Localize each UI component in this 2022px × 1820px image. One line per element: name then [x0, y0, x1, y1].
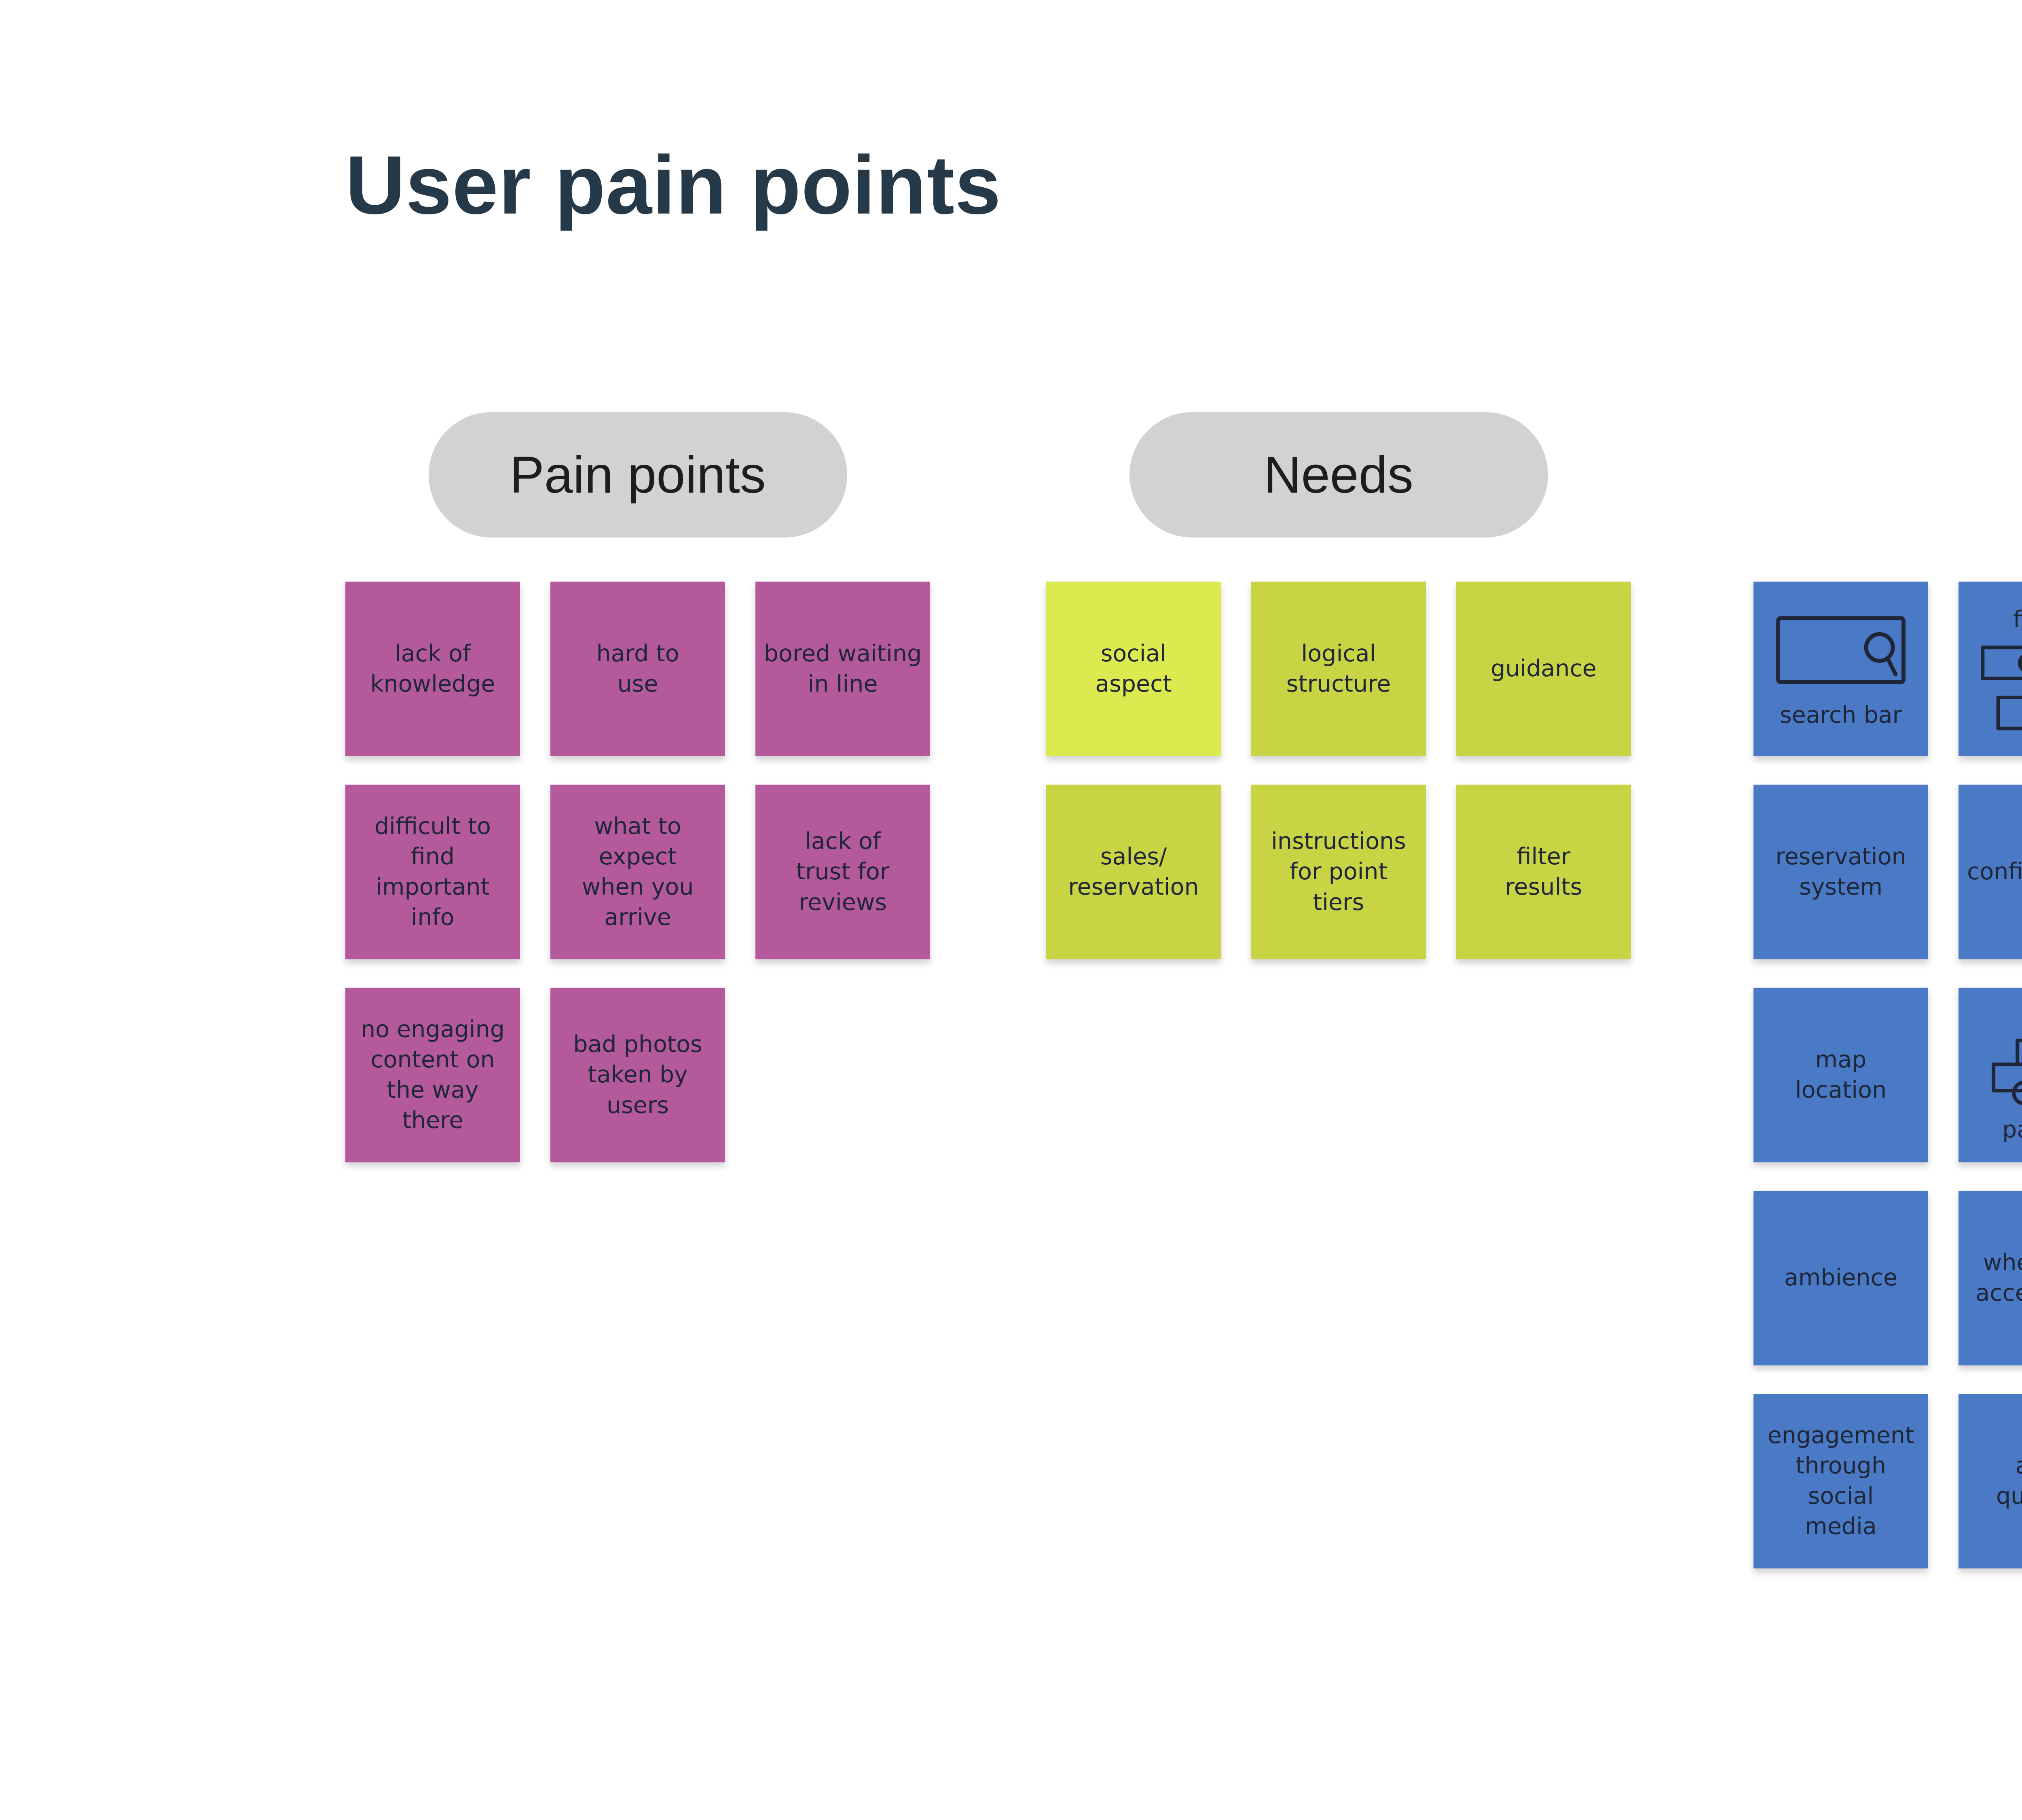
sticky-grid: lack of knowledge hard to use bored waitin…	[345, 582, 930, 1162]
sticky-text: instructions for point tiers	[1271, 828, 1406, 916]
sticky-note[interactable]: bad photos taken by users	[550, 988, 725, 1162]
sticky-text: lack of trust for reviews	[796, 828, 890, 916]
sticky-text: search bar	[1779, 701, 1902, 728]
sticky-text: social aspect	[1095, 640, 1172, 697]
sticky-text: parking	[2002, 1116, 2022, 1143]
sticky-text: difficult to find important info	[374, 813, 491, 931]
sticky-text: hard to use	[596, 640, 679, 697]
group-label-pill[interactable]: Needs	[1129, 412, 1548, 538]
sticky-note[interactable]: ambience	[1753, 1191, 1928, 1365]
sticky-text: lack of knowledge	[370, 640, 495, 697]
group-label: Needs	[1264, 446, 1413, 504]
sticky-grid: search barfiltersAccepted forms of payme…	[1753, 582, 2022, 1568]
truck-icon	[1986, 1005, 2022, 1107]
sticky-note[interactable]: bored waiting in line	[755, 582, 930, 756]
sticky-note[interactable]: sales/ reservation	[1046, 785, 1221, 959]
sticky-text: what to expect when you arrive	[582, 813, 694, 931]
sticky-note[interactable]: wheelchair accessibility	[1959, 1191, 2022, 1365]
sticky-note[interactable]: instructions for point tiers	[1251, 785, 1426, 959]
sticky-grid: social aspect logical structure guidance sa…	[1046, 582, 1631, 959]
sticky-note[interactable]: no engaging content on the way there	[345, 988, 520, 1162]
sticky-note[interactable]: what to expect when you arrive	[550, 785, 725, 959]
sticky-text: ambience	[1784, 1264, 1898, 1291]
sticky-note[interactable]: lack of knowledge	[345, 582, 520, 756]
sticky-text: logical structure	[1286, 640, 1391, 697]
sticky-text: no engaging content on the way there	[361, 1016, 505, 1134]
sticky-text: map location	[1795, 1046, 1887, 1103]
sticky-note[interactable]: confirmations	[1959, 785, 2022, 959]
filter-chips-icon	[1979, 643, 2022, 733]
sticky-text: bored waiting in line	[764, 640, 922, 697]
sticky-note[interactable]: reservation system	[1753, 785, 1928, 959]
sticky-note[interactable]: filter results	[1456, 785, 1631, 959]
group-label: Pain points	[510, 446, 766, 504]
sticky-note[interactable]: filters	[1959, 582, 2022, 756]
sticky-note[interactable]: guidance	[1456, 582, 1631, 756]
sticky-note[interactable]: logical structure	[1251, 582, 1426, 756]
sticky-note[interactable]: social aspect	[1046, 582, 1221, 756]
sticky-text: bad photos taken by users	[573, 1031, 702, 1119]
sticky-text: filters	[2013, 606, 2022, 633]
sticky-note[interactable]: search bar	[1753, 582, 1928, 756]
sticky-note[interactable]: ask a question	[1959, 1394, 2022, 1568]
sticky-text: guidance	[1491, 655, 1597, 682]
sticky-text: filter results	[1505, 843, 1582, 900]
sticky-note[interactable]: lack of trust for reviews	[755, 785, 930, 959]
sticky-text: sales/ reservation	[1068, 843, 1199, 900]
group-label-pill[interactable]: Pain points	[428, 412, 847, 538]
sticky-text: engagement through social media	[1767, 1422, 1914, 1540]
sticky-note[interactable]: parking	[1959, 988, 2022, 1162]
group-features: Featuressearch barfiltersAccepted forms …	[1753, 412, 2022, 1568]
sticky-text: confirmations	[1967, 858, 2022, 885]
sticky-note[interactable]: hard to use	[550, 582, 725, 756]
sticky-note[interactable]: engagement through social media	[1753, 1394, 1928, 1568]
sticky-text: ask a question	[1996, 1452, 2022, 1509]
page-title: User pain points	[345, 139, 1002, 231]
sticky-note[interactable]: map location	[1753, 988, 1928, 1162]
group-pain-points: Pain points lack of knowledge hard to use b…	[345, 412, 930, 1162]
sticky-text: wheelchair accessibility	[1975, 1249, 2022, 1306]
group-needs: Needs social aspect logical structure guida…	[1046, 412, 1631, 959]
sticky-text: reservation system	[1775, 843, 1906, 900]
search-bar-icon	[1774, 607, 1908, 693]
sticky-note[interactable]: difficult to find important info	[345, 785, 520, 959]
